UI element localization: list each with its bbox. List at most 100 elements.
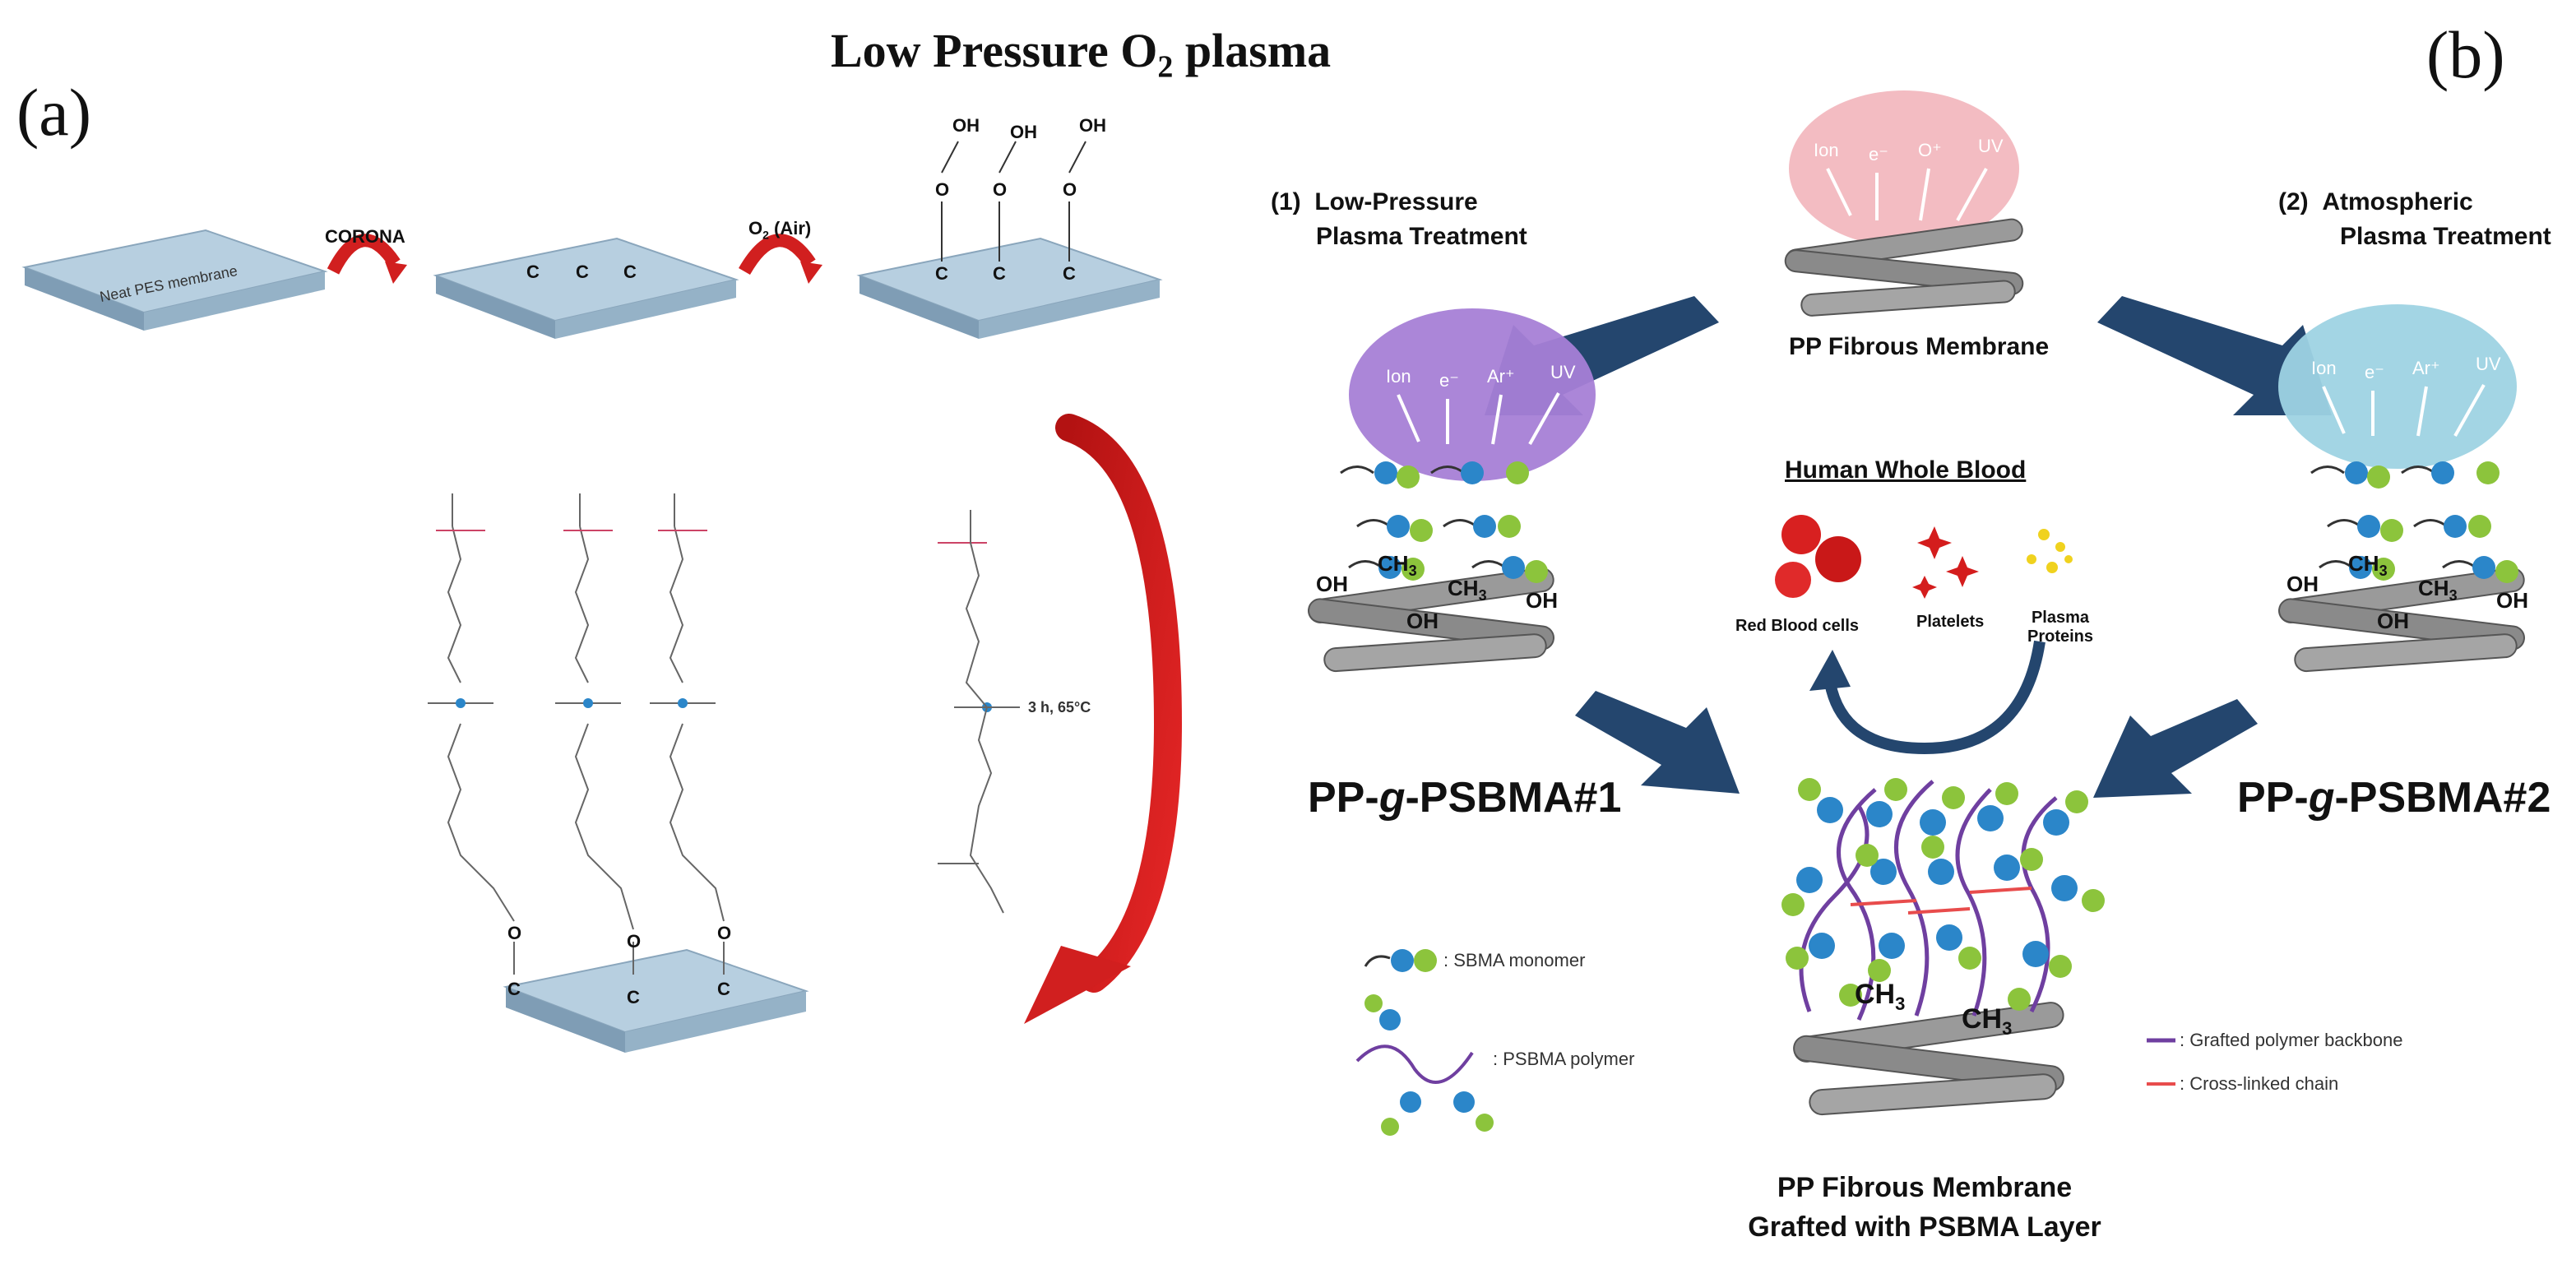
top-fibrous-membrane bbox=[1784, 218, 2024, 317]
right-fibrous-membrane bbox=[2278, 567, 2525, 673]
reaction-arrowhead bbox=[1024, 946, 1131, 1024]
right-step-label: (2) Atmospheric Plasma Treatment bbox=[2278, 185, 2551, 254]
plasma-species-arrows bbox=[1397, 168, 2486, 445]
top-species-oxygen: O⁺ bbox=[1918, 140, 1942, 160]
sbma-monomer-structure bbox=[938, 510, 1020, 914]
right-product-g: g bbox=[2308, 774, 2335, 822]
peroxide-o-1: O bbox=[935, 179, 950, 200]
ch3-text: CH bbox=[1378, 551, 1409, 576]
bottom-caption-line1: PP Fibrous Membrane bbox=[1777, 1172, 2073, 1203]
radical-c-2: C bbox=[576, 262, 589, 282]
oxygen-subscript: 2 bbox=[762, 228, 769, 242]
bottom-ch3-2: CH3 bbox=[1962, 1003, 2012, 1040]
left-oh-1: OH bbox=[1316, 572, 1348, 596]
right-oh-3: OH bbox=[2496, 588, 2528, 613]
oxygen-symbol: O bbox=[748, 218, 763, 239]
ch3-sub: 3 bbox=[1478, 587, 1487, 604]
nitrogen-markers bbox=[456, 698, 992, 712]
left-step-number: (1) bbox=[1271, 188, 1301, 215]
left-step-line1: Low-Pressure bbox=[1314, 188, 1478, 215]
left-species-argon: Ar⁺ bbox=[1487, 366, 1515, 387]
peroxide-oh-2: OH bbox=[1010, 122, 1037, 142]
ch3-sub: 3 bbox=[2002, 1017, 2013, 1039]
ch3-sub: 3 bbox=[2379, 563, 2388, 580]
right-step-line2: Plasma Treatment bbox=[2340, 223, 2551, 250]
legend-crosslink-label: : Cross-linked chain bbox=[2180, 1073, 2339, 1094]
bottom-ch3-1: CH3 bbox=[1855, 979, 1905, 1015]
grafted-backbone bbox=[1799, 780, 2058, 1021]
ch3-text: CH bbox=[1448, 576, 1479, 600]
ch3-sub: 3 bbox=[2449, 587, 2458, 604]
peroxide-membrane-slab bbox=[856, 237, 1163, 339]
ch3-sub: 3 bbox=[1408, 563, 1417, 580]
peroxide-c-3: C bbox=[1063, 263, 1076, 284]
right-ch3-2: CH3 bbox=[2418, 576, 2458, 604]
right-product-label: PP-g-PSBMA#2 bbox=[2237, 774, 2551, 822]
panel-b-letter: (b) bbox=[2426, 17, 2505, 92]
peroxide-c-1: C bbox=[935, 263, 948, 284]
blood-interaction-arrow bbox=[1824, 640, 2046, 755]
reaction-arrow bbox=[1055, 414, 1183, 993]
panel-a-letter: (a) bbox=[16, 75, 92, 150]
left-product-g: g bbox=[1378, 774, 1406, 822]
right-species-argon: Ar⁺ bbox=[2412, 358, 2440, 378]
oxygen-label: O2 (Air) bbox=[748, 218, 811, 241]
blood-item-platelets: Platelets bbox=[1916, 613, 1985, 631]
left-species-uv: UV bbox=[1550, 362, 1576, 382]
graft-c-2: C bbox=[627, 987, 640, 1007]
neat-membrane-slab bbox=[21, 229, 328, 331]
radical-membrane-slab bbox=[433, 237, 739, 339]
right-species-ion: Ion bbox=[2311, 358, 2337, 378]
ch3-text: CH bbox=[1962, 1003, 2003, 1035]
peroxide-o-3: O bbox=[1063, 179, 1077, 200]
bottom-caption: PP Fibrous Membrane Grafted with PSBMA L… bbox=[1719, 1168, 2130, 1247]
radical-c-3: C bbox=[623, 262, 637, 282]
right-monomers bbox=[2310, 461, 2518, 583]
right-ch3-1: CH3 bbox=[2348, 551, 2388, 580]
red-blood-cells-icon bbox=[1775, 515, 1861, 598]
platelets-icon bbox=[1912, 526, 1979, 599]
ch3-text: CH bbox=[2418, 576, 2449, 600]
left-product-label: PP-g-PSBMA#1 bbox=[1308, 774, 1622, 822]
right-plasma-cloud bbox=[2278, 304, 2517, 469]
right-species-electron: e⁻ bbox=[2365, 362, 2384, 382]
left-monomers bbox=[1340, 461, 1548, 583]
corona-arrow bbox=[327, 234, 401, 275]
left-oh-2: OH bbox=[1406, 609, 1439, 633]
top-species-electron: e⁻ bbox=[1869, 144, 1888, 164]
right-step-line1: Atmospheric bbox=[2322, 188, 2473, 215]
grafted-membrane-slab bbox=[503, 948, 809, 1053]
right-species-uv: UV bbox=[2476, 354, 2501, 374]
peroxide-c-2: C bbox=[993, 263, 1006, 284]
left-species-electron: e⁻ bbox=[1439, 370, 1459, 391]
blood-item-rbc: Red Blood cells bbox=[1735, 617, 1860, 635]
peroxide-bonds bbox=[941, 141, 1086, 262]
panel-b-title: Low Pressure O2 plasma bbox=[831, 23, 1331, 86]
title-subscript: 2 bbox=[1157, 49, 1174, 85]
graft-o-2: O bbox=[627, 931, 642, 952]
graft-o-3: O bbox=[717, 923, 732, 943]
radical-c-1: C bbox=[526, 262, 540, 282]
title-main: Low Pressure O bbox=[831, 24, 1158, 77]
plasma-proteins-icon bbox=[2027, 529, 2073, 573]
left-species-ion: Ion bbox=[1386, 366, 1411, 387]
peroxide-oh-3: OH bbox=[1079, 115, 1106, 136]
bottom-caption-line2: Grafted with PSBMA Layer bbox=[1748, 1211, 2101, 1243]
legend-monomer-label: : SBMA monomer bbox=[1443, 950, 1586, 970]
graft-o-1: O bbox=[507, 923, 522, 943]
reaction-condition: 3 h, 65°C bbox=[1028, 699, 1091, 716]
graft-c-1: C bbox=[507, 979, 521, 999]
title-tail: plasma bbox=[1173, 24, 1332, 77]
right-oh-2: OH bbox=[2377, 609, 2409, 633]
blood-item-proteins: Plasma Proteins bbox=[2027, 609, 2094, 646]
top-species-uv: UV bbox=[1978, 136, 2004, 156]
sbma-grafted-chains bbox=[428, 493, 725, 975]
ch3-text: CH bbox=[2348, 551, 2379, 576]
top-membrane-label: PP Fibrous Membrane bbox=[1789, 333, 2050, 360]
top-species-ion: Ion bbox=[1814, 140, 1839, 160]
left-step-line2: Plasma Treatment bbox=[1316, 223, 1527, 250]
graft-c-3: C bbox=[717, 979, 730, 999]
oxygen-arrow bbox=[739, 234, 816, 276]
right-step-number: (2) bbox=[2278, 188, 2309, 215]
